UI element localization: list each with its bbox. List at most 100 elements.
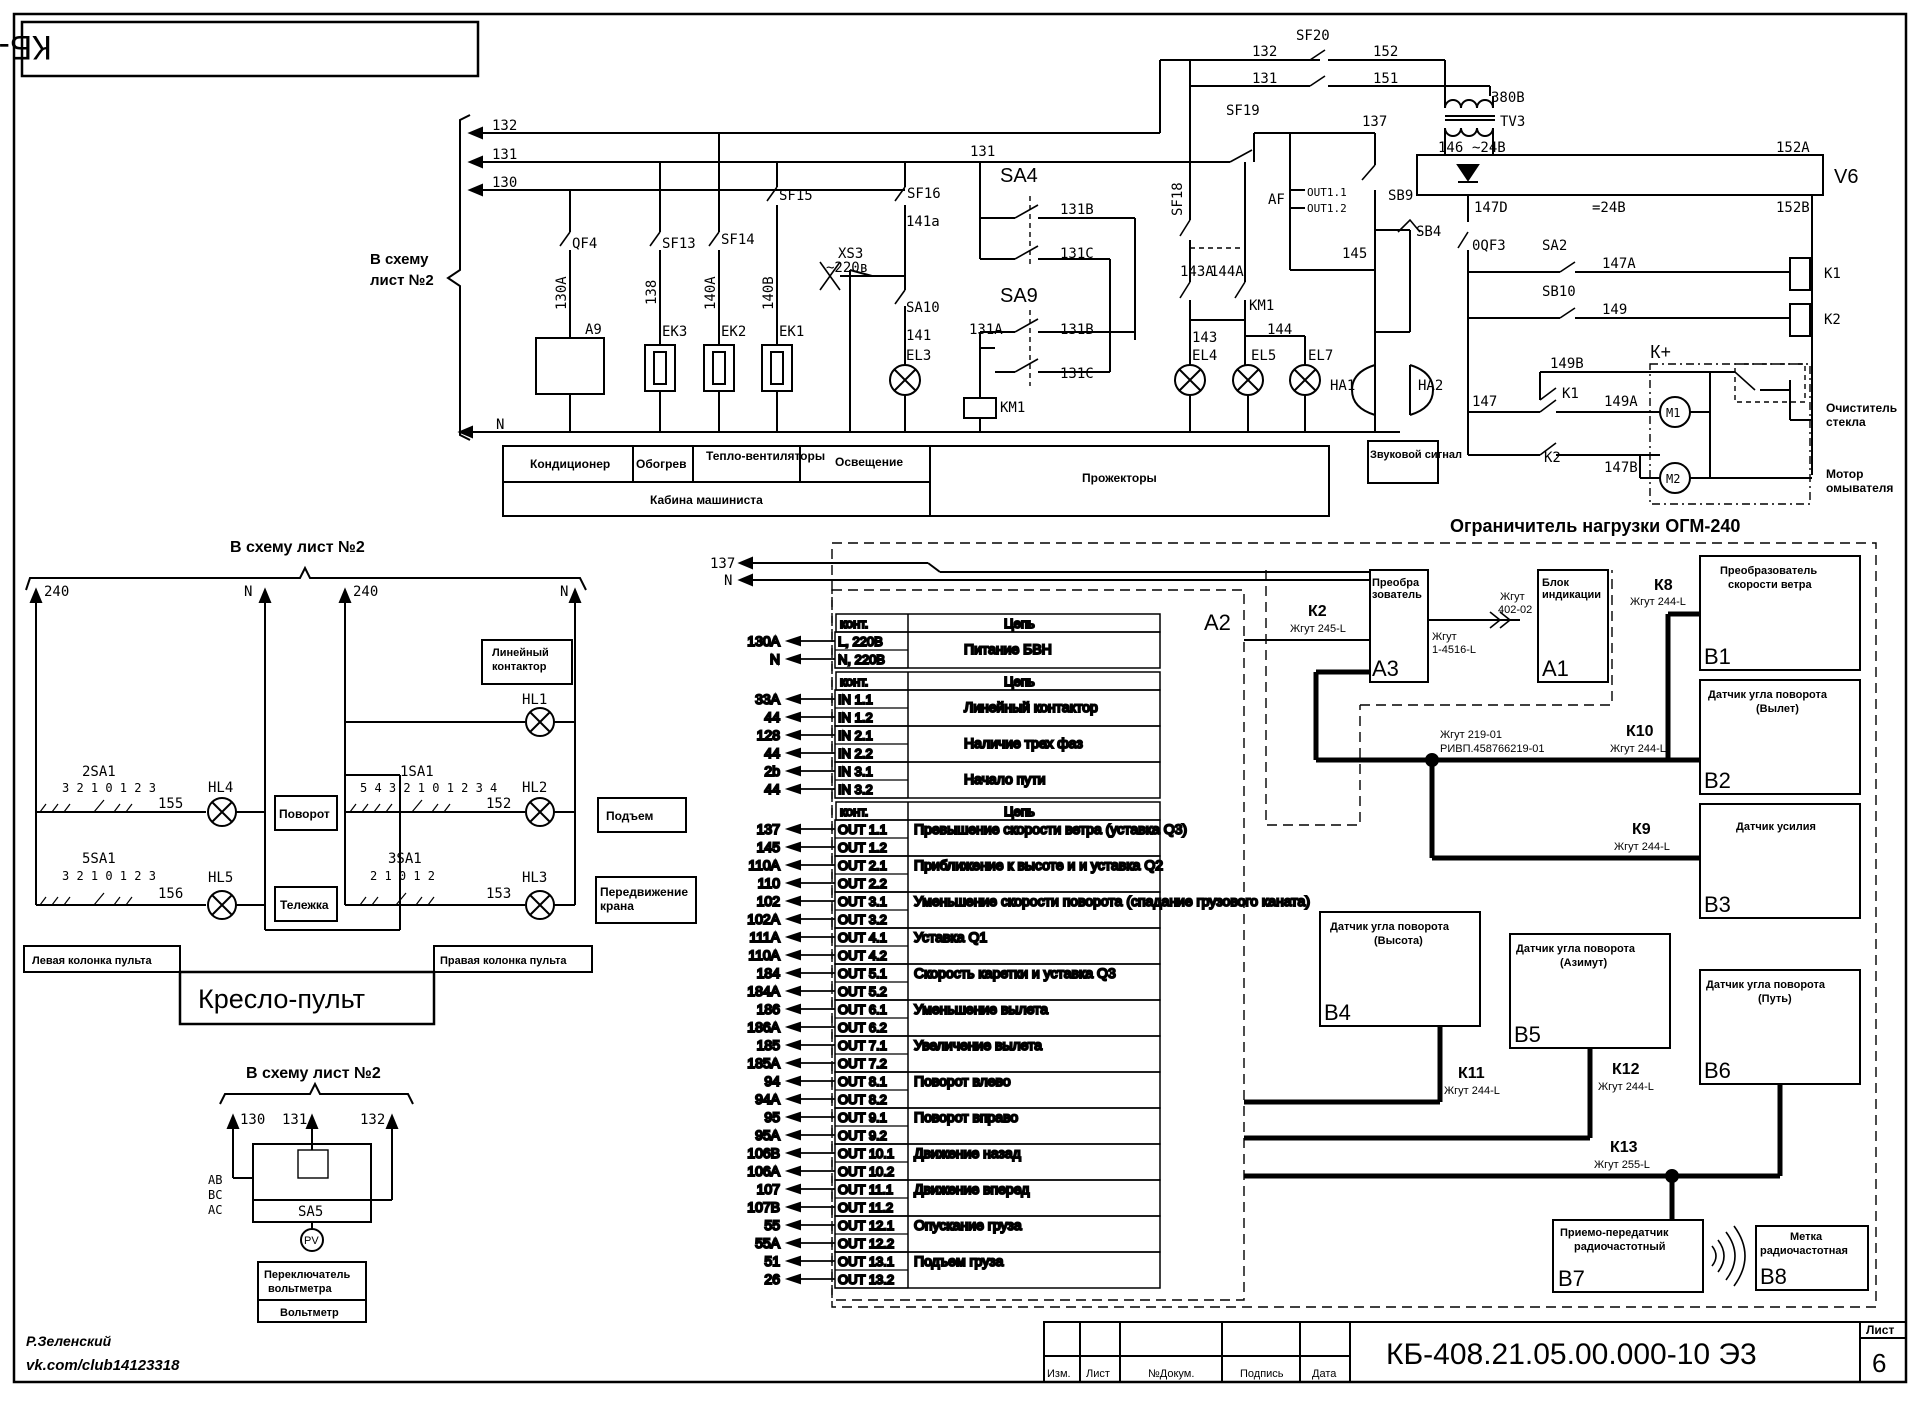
terminal-contact: IN 2.1 [838, 728, 873, 743]
col-doc: №Докум. [1148, 1368, 1194, 1380]
node-147b: 147В [1604, 460, 1638, 476]
k13-harness: Жгут 255-L [1594, 1159, 1650, 1171]
vm-ac: АС [208, 1203, 222, 1217]
node-149: 149 [1602, 302, 1627, 318]
terminal-wire: 184 [757, 965, 781, 981]
terminal-contact: IN 3.1 [838, 764, 873, 779]
sa4-label: SA4 [1000, 165, 1038, 187]
node-153: 153 [486, 886, 511, 902]
node-143: 143 [1192, 330, 1217, 346]
sw5-positions: 3 2 1 0 1 2 3 [62, 869, 156, 883]
terminal-contact: OUT 2.1 [838, 858, 887, 873]
el3-label: EL3 [906, 348, 931, 364]
a1-label: А1 [1542, 656, 1569, 681]
terminal-contact: IN 3.2 [838, 782, 873, 797]
sf15-label: SF15 [779, 188, 813, 204]
terminal-wire: 184А [747, 983, 780, 999]
wire-131-b: 131 [970, 144, 995, 160]
table-conditioner: Кондиционер [530, 457, 610, 471]
ek3-label: ЕК3 [662, 324, 687, 340]
doc-number: КБ-408.21.05.00.000-10 Э3 [1386, 1338, 1757, 1371]
table-cabin: Кабина машиниста [650, 493, 763, 507]
terminal-contact: IN 1.2 [838, 710, 873, 725]
sb4-label: SB4 [1416, 224, 1441, 240]
node-155: 155 [158, 796, 183, 812]
terminal-wire: 94 [764, 1073, 780, 1089]
b5-text: Датчик угла поворота(Азимут) [1516, 943, 1636, 969]
cabin-brace [446, 114, 471, 441]
sheet-number: 6 [1872, 1348, 1886, 1378]
terminal-contact: OUT 13.1 [838, 1254, 894, 1269]
table-fans: Тепло-вентиляторы [706, 449, 825, 463]
b4-id: В4 [1324, 1000, 1351, 1025]
out12-label: OUT1.2 [1307, 202, 1347, 215]
circuit-label: Уменьшение скорости поворота (спадание г… [914, 893, 1310, 909]
el7-label: EL7 [1308, 348, 1333, 364]
b7-id: В7 [1558, 1266, 1585, 1291]
node-144a: 144А [1210, 264, 1244, 280]
af-label: AF [1268, 192, 1285, 208]
terminal-wire: 95 [764, 1109, 780, 1125]
node-130a: 130А [554, 276, 570, 310]
km1-contact-label: КМ1 [1249, 298, 1274, 314]
terminal-wire: 44 [764, 781, 780, 797]
sf14-label: SF14 [721, 232, 755, 248]
vm-bc: ВС [208, 1188, 222, 1202]
circuit-label: Питание БВН [964, 641, 1052, 657]
terminal-contact: OUT 12.2 [838, 1236, 894, 1251]
terminal-contact: OUT 1.1 [838, 822, 887, 837]
k10-cable: К10 [1626, 723, 1654, 740]
terminal-wire: 102 [757, 893, 781, 909]
terminal-wire: 33А [755, 691, 781, 707]
k-plus-label: К+ [1650, 342, 1671, 362]
terminal-contact: OUT 6.2 [838, 1020, 887, 1035]
node-132: 132 [1252, 44, 1277, 60]
node-147a: 147А [1602, 256, 1636, 272]
vm-node-130: 130 [240, 1112, 265, 1128]
k8-cable: К8 [1654, 577, 1673, 594]
node-131-t: 131 [1252, 71, 1277, 87]
ek2-label: ЕК2 [721, 324, 746, 340]
terminal-wire: 185 [757, 1037, 781, 1053]
wire-n: N [496, 417, 504, 433]
rotated-title-box [20, 20, 480, 78]
k2-relay-label: К2 [1824, 312, 1841, 328]
k1-contact-label: К1 [1562, 386, 1579, 402]
terminal-contact: OUT 7.2 [838, 1056, 887, 1071]
node-145: 145 [1342, 246, 1367, 262]
terminal-wire: 26 [764, 1271, 780, 1287]
terminal-wire: 111А [749, 929, 780, 945]
sa5-label: SA5 [298, 1204, 323, 1220]
m1-label: M1 [1666, 406, 1680, 420]
vm-node-131: 131 [282, 1112, 307, 1128]
terminal-contact: OUT 13.2 [838, 1272, 894, 1287]
node-147: 147 [1472, 394, 1497, 410]
hl2-label: HL2 [522, 780, 547, 796]
node-156: 156 [158, 886, 183, 902]
col-change: Изм. [1047, 1368, 1071, 1380]
terminal-contact: L, 220В [838, 634, 883, 649]
b5-id: В5 [1514, 1022, 1541, 1047]
terminal-contact: OUT 11.2 [838, 1200, 893, 1215]
pv-label: PV [304, 1235, 319, 1247]
sw3-label: 3SA1 [388, 851, 422, 867]
sf20-label: SF20 [1296, 28, 1330, 44]
circuit-group [834, 1251, 1161, 1289]
terminal-contact: IN 2.2 [838, 746, 873, 761]
terminal-contact: OUT 11.1 [838, 1182, 893, 1197]
author-link[interactable]: vk.com/club14123318 [26, 1357, 180, 1374]
trolley-label: Тележка [280, 898, 329, 912]
ac24-label: ~24В [1472, 140, 1506, 156]
terminal-contact: OUT 5.1 [838, 966, 887, 981]
hl3-label: HL3 [522, 870, 547, 886]
node-131b-2: 131В [1060, 322, 1094, 338]
circuit-label: Подъем груза [914, 1253, 1004, 1269]
k2-harness: Жгут 245-L [1290, 623, 1346, 635]
